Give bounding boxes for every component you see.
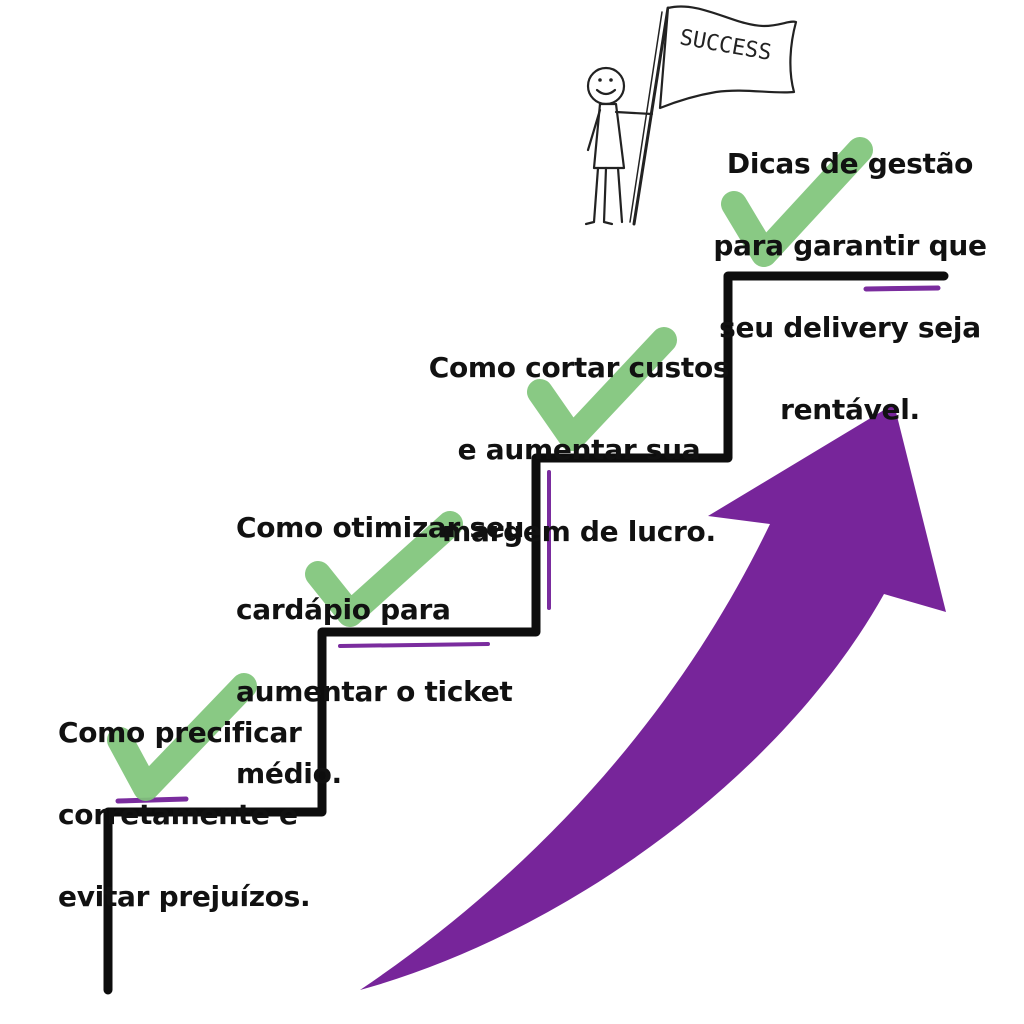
step-2-line-3: aumentar o ticket <box>236 675 513 708</box>
underline-accents <box>115 285 941 804</box>
underline-step-4 <box>863 285 941 292</box>
step-4-line-2: para garantir que <box>713 229 987 262</box>
checkmark-icon <box>527 327 677 451</box>
step-4-text: Dicas de gestão para garantir que seu de… <box>700 102 1000 471</box>
flag-pole <box>632 6 670 226</box>
checkmark-icon <box>107 673 257 801</box>
flag-pole-inner <box>629 11 663 223</box>
step-2-line-4: médio. <box>236 757 342 790</box>
underline-step-2 <box>338 642 490 648</box>
step-3-line-2: e aumentar sua <box>457 433 701 466</box>
checkmark-icon <box>305 511 463 627</box>
step-2-line-2: cardápio para <box>236 593 451 626</box>
staircase-outline <box>103 271 949 995</box>
step-1-line-3: evitar prejuízos. <box>58 880 311 913</box>
step-4-line-4: rentável. <box>780 393 920 426</box>
step-1-line-2: corretamente e <box>58 798 298 831</box>
flag-cloth <box>658 5 798 110</box>
success-flag-icon: SUCCESS <box>629 5 798 226</box>
step-4-line-1: Dicas de gestão <box>726 147 974 180</box>
checkmark-icon <box>721 137 873 267</box>
step-2-text: Como otimizar seu cardápio para aumentar… <box>236 466 524 835</box>
arrow-shaft <box>360 404 946 990</box>
step-4-line-3: seu delivery seja <box>719 311 981 344</box>
rising-arrow-icon <box>360 404 946 990</box>
underline-step-1 <box>115 796 189 804</box>
step-3-text: Como cortar custos e aumentar sua margem… <box>420 306 738 593</box>
checkmarks <box>107 137 873 801</box>
step-1-line-1: Como precificar <box>58 716 302 749</box>
step-3-line-1: Como cortar custos <box>428 351 730 384</box>
stick-figure-icon <box>584 66 654 226</box>
step-2-line-1: Como otimizar seu <box>236 511 525 544</box>
step-3-line-3: margem de lucro. <box>442 515 716 548</box>
step-1-text: Como precificar corretamente e evitar pr… <box>58 671 311 958</box>
